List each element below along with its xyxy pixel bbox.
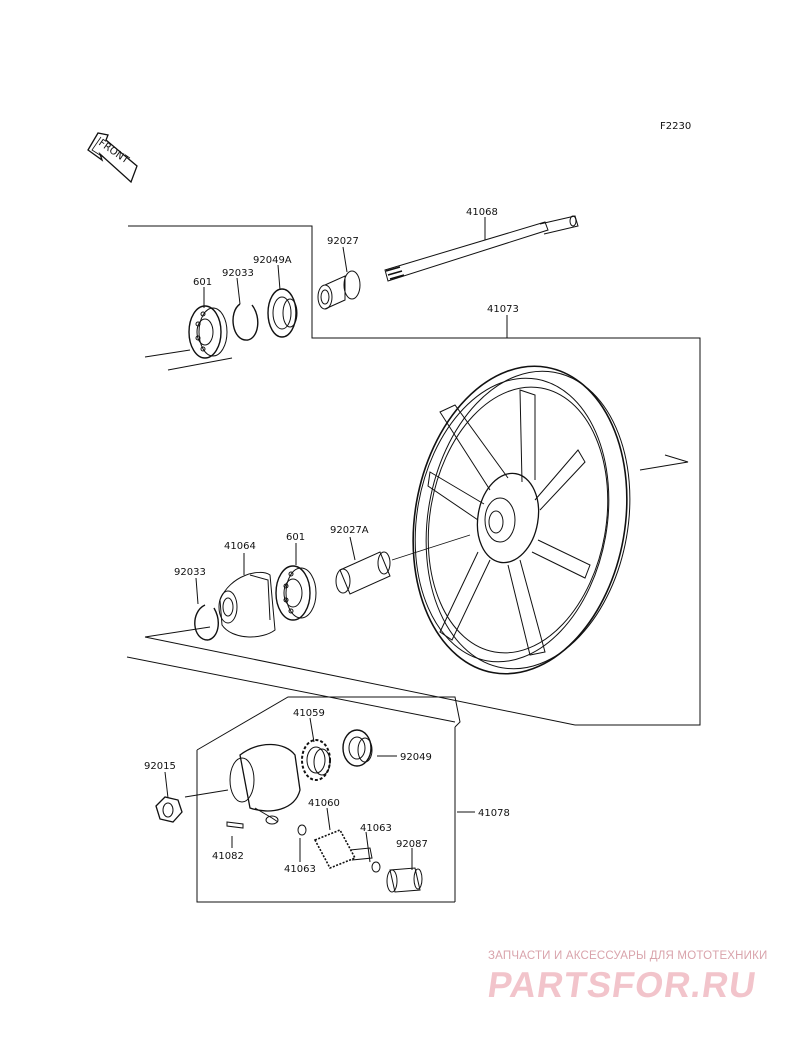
label-92033-mid: 92033: [174, 567, 206, 578]
label-92049: 92049: [400, 752, 432, 763]
collar-92027A: [335, 534, 471, 595]
gear-housing: [184, 743, 301, 825]
collar-92027: [317, 270, 361, 310]
front-arrow-icon: [87, 132, 138, 184]
axle-41068: [384, 215, 579, 282]
circlip-92033-mid: [194, 604, 219, 641]
label-41082: 41082: [212, 851, 244, 862]
label-601-top: 601: [193, 277, 212, 288]
label-41078: 41078: [478, 808, 510, 819]
label-41073: 41073: [487, 304, 519, 315]
oil-seal-92049A: [267, 288, 298, 338]
label-41059: 41059: [293, 708, 325, 719]
label-41063-left: 41063: [284, 864, 316, 875]
pin-41082: [226, 821, 244, 829]
nut-92015: [155, 796, 183, 823]
label-92049A: 92049A: [253, 255, 292, 266]
label-41063-right: 41063: [360, 823, 392, 834]
wheel-41073: [412, 365, 689, 675]
bearing-601-top: [188, 305, 228, 359]
part-labels: F2230 FRONT 41068 92027 92049A 92033 601…: [96, 121, 691, 875]
leader-lines-mid: [195, 536, 356, 605]
leader-lines-bottom: [164, 717, 475, 870]
watermark-tagline: ЗАПЧАСТИ И АКСЕССУАРЫ ДЛЯ МОТОТЕХНИКИ: [488, 950, 768, 962]
leader-lines-top: [203, 217, 508, 338]
bushing-92087: [386, 867, 423, 893]
label-41068: 41068: [466, 207, 498, 218]
circlip-92033-top: [232, 303, 259, 341]
washer-41063-right: [371, 861, 381, 873]
gear-41059: [301, 739, 331, 781]
lower-frame-lines: [126, 626, 576, 903]
oil-seal-92049: [342, 729, 397, 767]
watermark-brand: PARTSFOR.RU: [485, 964, 760, 1005]
speedo-drive-41064: [218, 571, 276, 638]
washer-41063-left: [297, 824, 307, 836]
pinion-41060: [313, 828, 373, 870]
bearing-601-mid: [275, 565, 317, 621]
label-601-mid: 601: [286, 532, 305, 543]
axle-bracket-lines: [128, 225, 701, 726]
label-92015: 92015: [144, 761, 176, 772]
label-92087: 92087: [396, 839, 428, 850]
label-41060: 41060: [308, 798, 340, 809]
label-92033-top: 92033: [222, 268, 254, 279]
label-92027: 92027: [327, 236, 359, 247]
label-41064: 41064: [224, 541, 256, 552]
diagram-code: F2230: [660, 121, 691, 132]
label-92027A: 92027A: [330, 525, 369, 536]
front-label: FRONT: [96, 138, 131, 167]
